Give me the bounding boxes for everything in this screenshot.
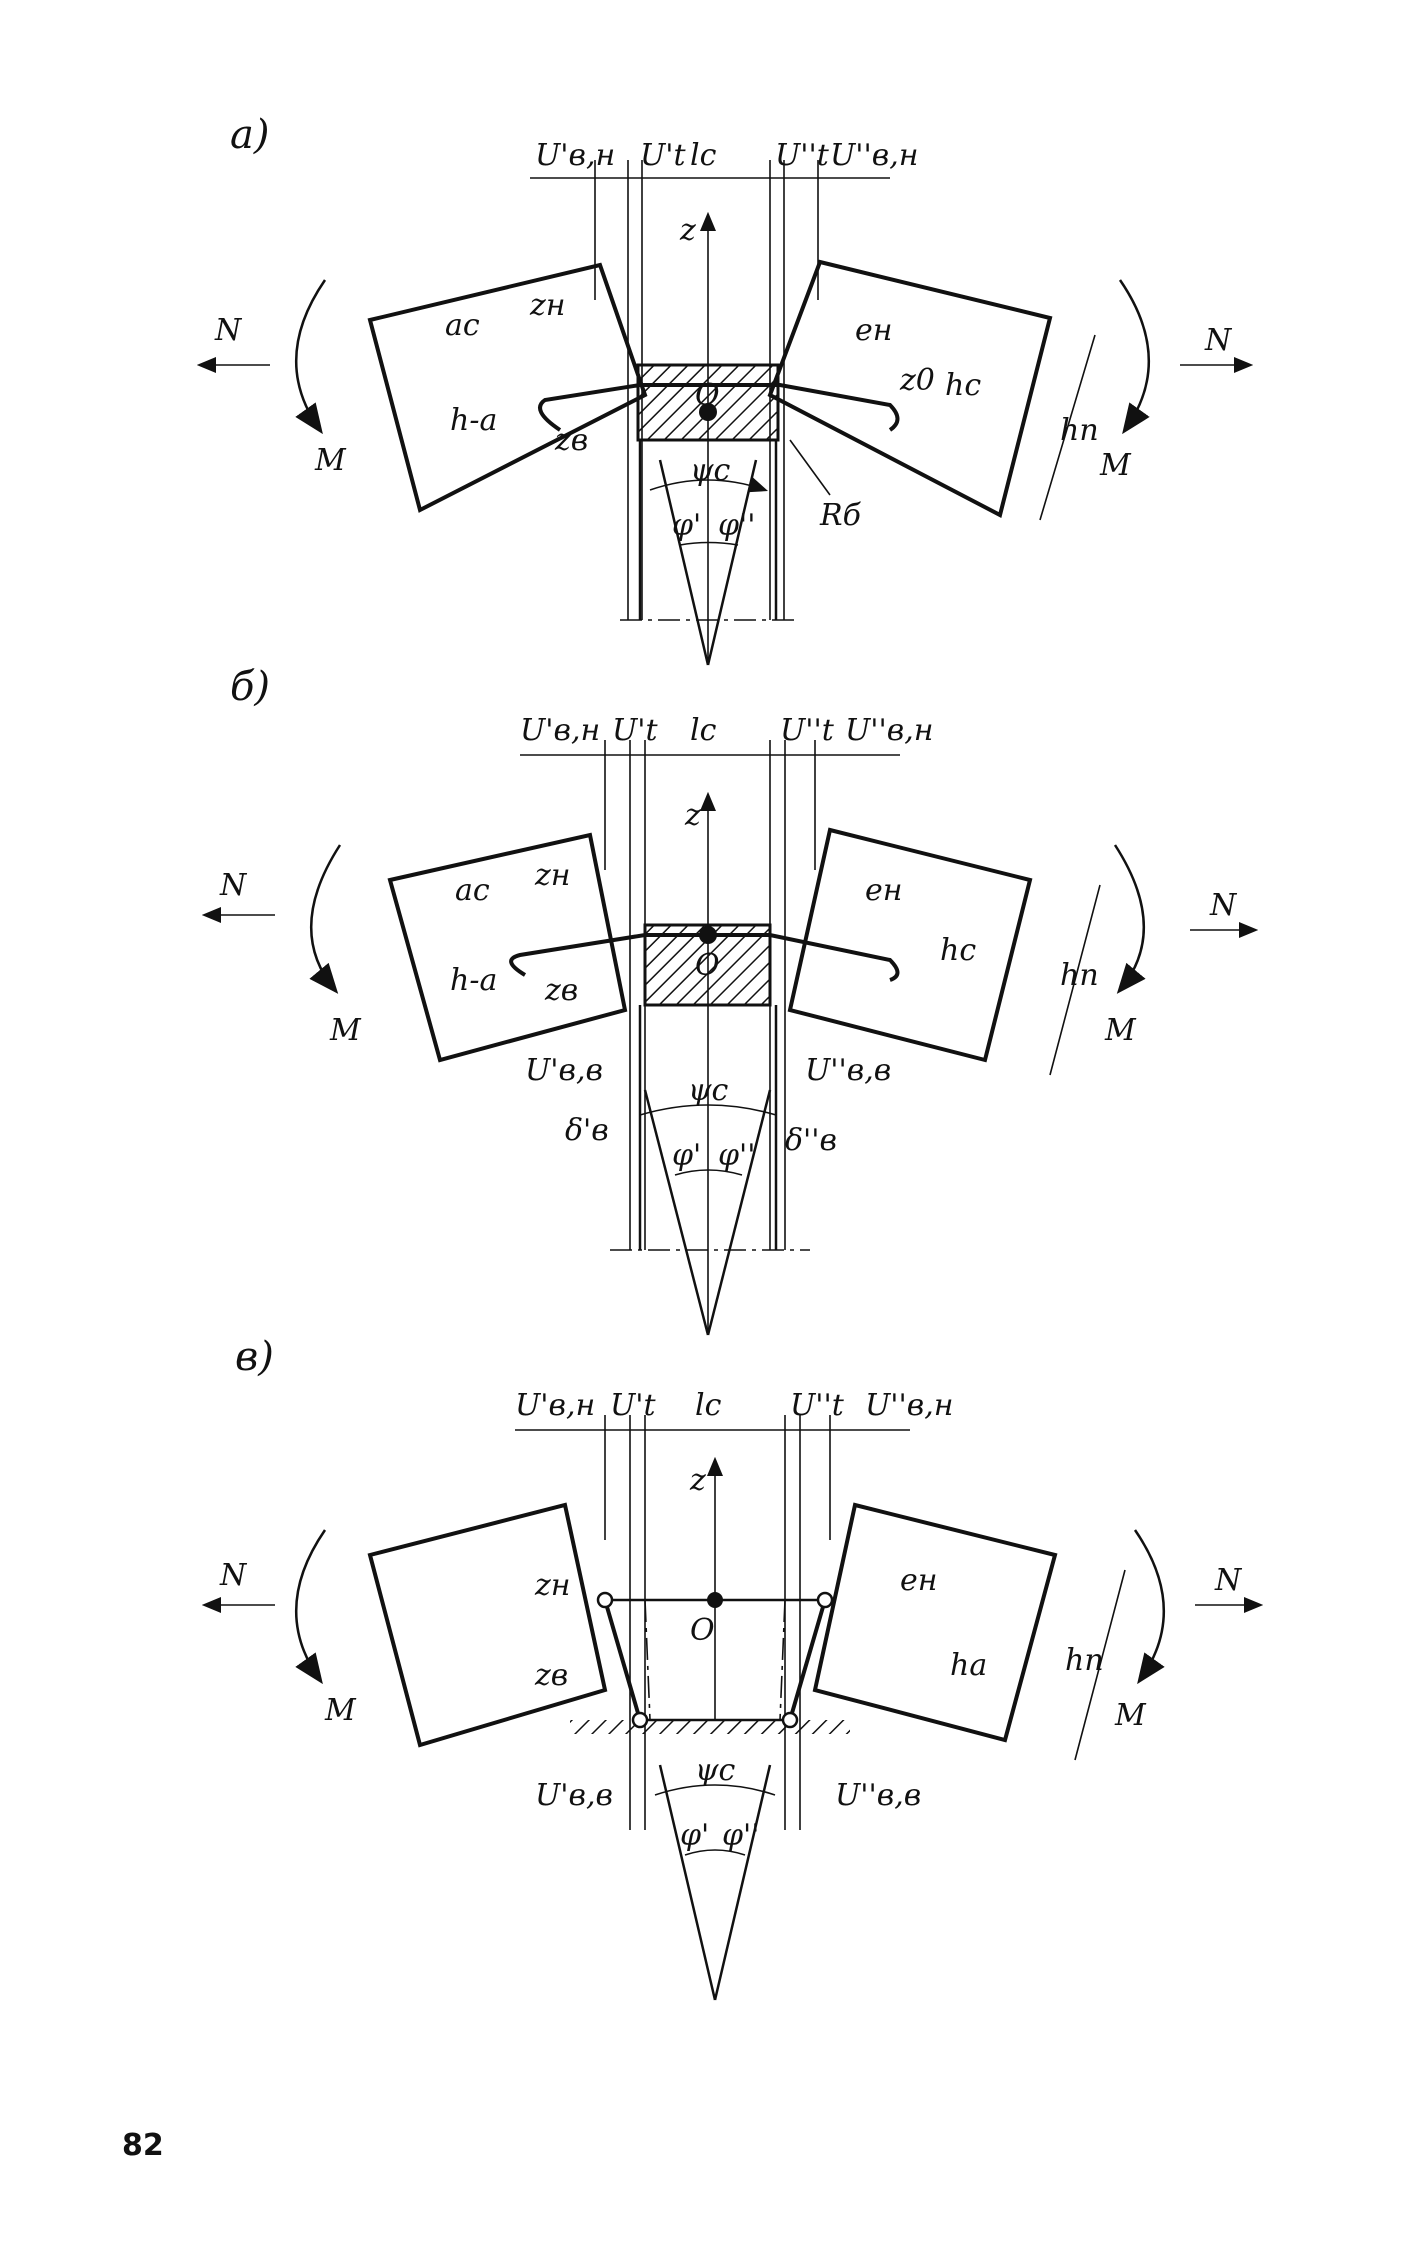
rebar-b <box>509 933 900 982</box>
hc-label: hc <box>945 368 981 403</box>
left-beam-c <box>367 1502 608 1748</box>
hc-label-b: hc <box>940 933 976 968</box>
u-t-right-label-b: U''t <box>780 713 835 748</box>
h-minus-a-label-b: h-a <box>450 963 497 998</box>
z-label-b: z <box>684 798 701 833</box>
z-label-c: z <box>689 1463 706 1498</box>
zb-label-b: zв <box>544 973 578 1008</box>
psi-c-label-c: ψc <box>695 1753 736 1788</box>
u-bn-right-label-b: U''в,н <box>845 713 934 748</box>
u-t-right-label: U''t <box>775 138 830 173</box>
n-left-label-b: N <box>219 868 248 903</box>
lc-label-c: lc <box>695 1388 722 1423</box>
right-beam-b <box>787 827 1033 1063</box>
phi2-label-b: φ'' <box>718 1138 756 1173</box>
right-beam <box>767 259 1053 518</box>
phi1-label-c: φ' <box>680 1818 709 1853</box>
u-t-left-label: U't <box>640 138 687 173</box>
m-right-label: M <box>1099 448 1132 483</box>
joint-concrete <box>636 363 780 442</box>
u-bn-left-label: U'в,н <box>535 138 615 173</box>
moment-left-arc <box>295 279 327 435</box>
page-number: 82 <box>122 2128 164 2163</box>
rebar <box>538 383 900 432</box>
fig-b-tag: б) <box>230 664 270 710</box>
zn-label-c: zн <box>534 1568 571 1603</box>
fig-c-tag: в) <box>235 1334 274 1380</box>
phi1-label: φ' <box>672 508 701 543</box>
m-left-label-c: M <box>324 1693 357 1728</box>
u-bn-left-label-b: U'в,н <box>520 713 600 748</box>
r-label: Rб <box>819 498 862 533</box>
u-bb-left-label-c: U'в,в <box>535 1778 613 1813</box>
zb-label-c: zв <box>534 1658 568 1693</box>
z0-label: z0 <box>899 363 935 398</box>
hn-label-c: hп <box>1065 1643 1104 1678</box>
u-bb-right-label-b: U''в,в <box>805 1053 891 1088</box>
figure-b: б) U'в,н U't lc U''t U''в,н z O ψc φ' φ'… <box>201 664 1259 1336</box>
psi-c-label: ψc <box>690 453 731 488</box>
m-right-label-b: M <box>1104 1013 1137 1048</box>
moment-right-arc <box>1118 279 1150 435</box>
ac-label: ac <box>445 308 480 343</box>
phi2-label-c: φ'' <box>722 1818 760 1853</box>
m-left-label: M <box>314 443 347 478</box>
ac-label-b: ac <box>455 873 490 908</box>
lc-label-b: lc <box>690 713 717 748</box>
n-right-label-b: N <box>1209 888 1238 923</box>
delta1-label-b: δ'в <box>565 1113 609 1148</box>
en-label: eн <box>855 313 893 348</box>
m-right-label-c: M <box>1114 1698 1147 1733</box>
figure-c: в) U'в,н U't lc U''t U''в,н z O <box>201 1334 1264 2001</box>
o-label-b: O <box>695 948 720 983</box>
u-bn-left-label-c: U'в,н <box>515 1388 595 1423</box>
ground-hatch <box>570 1720 850 1734</box>
o-label-c: O <box>690 1613 715 1648</box>
figure-a: а) U'в,н U't lc U''t U''в,н z O <box>196 112 1254 666</box>
n-right-label-c: N <box>1214 1563 1243 1598</box>
delta2-label-b: δ''в <box>785 1123 837 1158</box>
en-label-b: eн <box>865 873 903 908</box>
fig-a-tag: а) <box>230 112 269 158</box>
u-bb-right-label-c: U''в,в <box>835 1778 921 1813</box>
phi1-label-b: φ' <box>672 1138 701 1173</box>
u-bn-right-label-c: U''в,н <box>865 1388 954 1423</box>
u-bb-left-label-b: U'в,в <box>525 1053 603 1088</box>
n-right-label: N <box>1204 323 1233 358</box>
joint-center-o <box>699 403 717 421</box>
m-left-label-b: M <box>329 1013 362 1048</box>
left-beam <box>367 262 648 513</box>
zn-label: zн <box>529 288 566 323</box>
z-label: z <box>679 213 696 248</box>
phi2-label: φ'' <box>718 508 756 543</box>
psi-c-label-b: ψc <box>688 1073 729 1108</box>
u-t-left-label-b: U't <box>612 713 659 748</box>
n-left-label: N <box>214 313 243 348</box>
h-minus-a-label: h-a <box>450 403 497 438</box>
u-bn-right-label: U''в,н <box>830 138 919 173</box>
zb-label: zв <box>554 423 588 458</box>
en-label-c: eн <box>900 1563 938 1598</box>
right-beam-c <box>812 1502 1058 1743</box>
n-left-label-c: N <box>219 1558 248 1593</box>
left-beam-b <box>387 832 628 1063</box>
u-t-left-label-c: U't <box>610 1388 657 1423</box>
zn-label-b: zн <box>534 858 571 893</box>
lc-label: lc <box>690 138 717 173</box>
u-t-right-label-c: U''t <box>790 1388 845 1423</box>
ha-label-c: ha <box>950 1648 987 1683</box>
